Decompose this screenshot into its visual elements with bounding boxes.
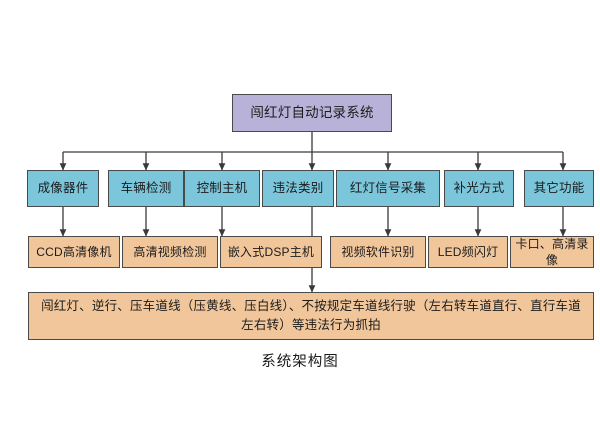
figure-caption: 系统架构图 [261,354,339,370]
node-l2-video-software-recognition[interactable]: 视频软件识别 [330,236,426,268]
node-l2-ccd-hd-camera[interactable]: CCD高清像机 [28,236,120,268]
node-l1-imaging-device[interactable]: 成像器件 [27,170,99,207]
node-l2-hd-video-detection[interactable]: 高清视频检测 [122,236,218,268]
node-root-system[interactable]: 闯红灯自动记录系统 [232,94,392,132]
node-l1-red-light-signal[interactable]: 红灯信号采集 [336,170,440,207]
node-l2-embedded-dsp-host[interactable]: 嵌入式DSP主机 [220,236,322,268]
node-l1-fill-light-mode[interactable]: 补光方式 [444,170,514,207]
node-l2-led-strobe-light[interactable]: LED频闪灯 [428,236,508,268]
node-detail-violation-list[interactable]: 闯红灯、逆行、压车道线（压黄线、压白线）、不按规定车道线行驶（左右转车道直行、直… [28,292,594,340]
node-l1-violation-category[interactable]: 违法类别 [262,170,334,207]
node-l1-other-functions[interactable]: 其它功能 [524,170,594,207]
node-l2-checkpoint-hd-recording[interactable]: 卡口、高清录像 [510,236,594,268]
node-l1-vehicle-detection[interactable]: 车辆检测 [108,170,184,207]
node-l1-control-host[interactable]: 控制主机 [184,170,260,207]
